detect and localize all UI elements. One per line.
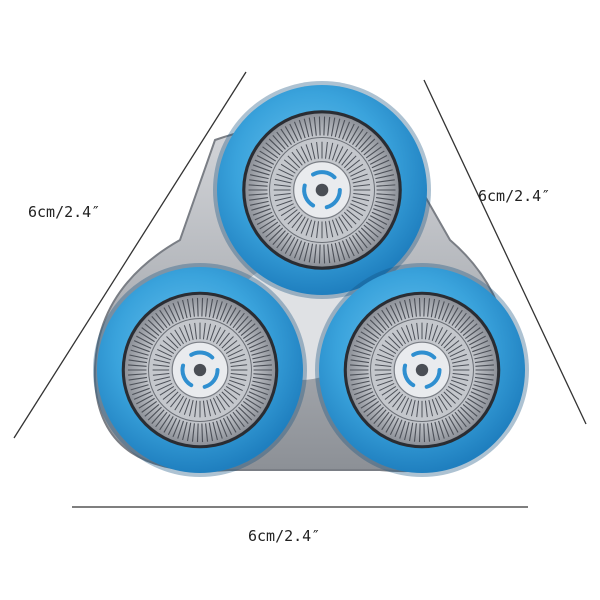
right-dimension-line [423,79,587,425]
cutter-head-left [93,263,307,477]
right-dimension-label: 6cm/2.4″ [478,187,551,205]
dimension-lines [13,71,587,508]
left-dimension-line [13,71,247,439]
bottom-dimension-label: 6cm/2.4″ [248,527,321,545]
cutter-head-right [315,263,529,477]
left-dimension-label: 6cm/2.4″ [28,203,101,221]
cutter-head-top [213,81,431,299]
